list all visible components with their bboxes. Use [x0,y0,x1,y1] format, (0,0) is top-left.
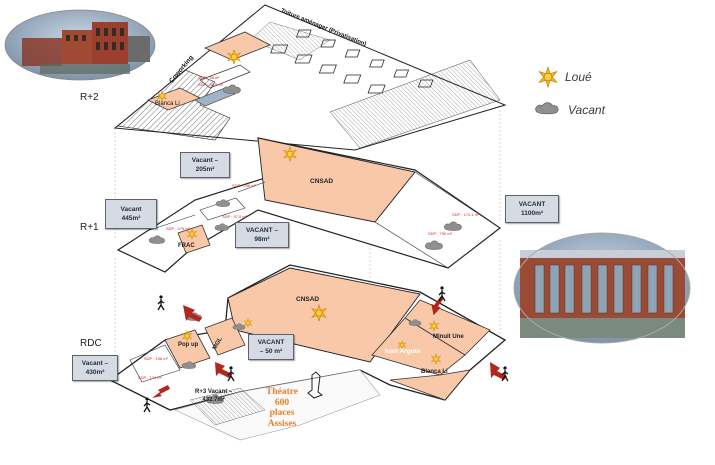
theatre-line2: 600 [274,397,290,408]
building-photo-right [513,232,691,344]
vacant-1100-line1: VACANT [518,201,546,208]
legend-loue-label: Loué [565,70,592,84]
level-r1-plan [116,137,502,273]
level-label-r2: R+2 [80,92,99,103]
vacant-1100-box: VACANT 1100m² [505,195,559,223]
level-label-r1: R+1 [80,222,99,233]
r2-sdp-1: SDP : 58 m² [198,75,220,80]
arrow-icon [152,385,170,398]
vacant-50-box: VACANT – 50 m² [248,334,294,360]
level-rdc-plan [108,264,507,441]
vacant-98-box: VACANT – 98m² [235,222,289,248]
building-photo-left [4,9,156,81]
vacant-445-line1: Vacant [120,206,142,213]
vacant-430-line1: Vacant – [81,360,109,367]
vacant-205-line2: 205m² [195,166,215,173]
vacant-98-line2: 98m² [254,236,270,243]
r2-sdp-2: SDP : 48.5 m² [198,82,224,87]
r3-vacant-line2: 432.7m² [202,397,225,403]
r1-sdp-c: SDP : 97.5 m² [222,214,248,219]
theatre-label: Théatre 600 places Assises [258,387,306,429]
theatre-access-icon [307,371,324,399]
level-label-rdc: RDC [80,338,102,349]
rdc-blanca-label: Blanca Li [421,369,448,375]
vacant-445-line2: 445m² [121,215,141,222]
arrow-icon [183,305,202,322]
rdc-sdp-g: SDP : 134 m² [138,375,162,380]
pedestrian-icon [501,366,509,382]
arrow-icon [490,362,507,380]
vacant-50-line1: VACANT [257,339,285,346]
sun-icon [538,66,558,88]
arrow-icon [215,362,232,378]
r1-sdp-e: SDP : 790 m² [428,231,452,236]
vacant-1100-line2: 1100m² [520,210,544,217]
rdc-sdp-f: SDP : 196 m² [144,356,168,361]
cloud-icon [535,102,559,115]
theatre-line3: places [269,408,295,418]
popup-label: Pop up [178,342,199,348]
r1-frac-label: FRAC [178,243,195,249]
ivan-argote-label: Ivan Argote [385,348,421,355]
vacant-430-line2: 430m² [85,369,105,376]
vacant-98-line1: VACANT – [245,227,279,234]
vacant-205-line1: Vacant – [191,157,219,164]
r1-sdp-b: SDP : 475 m² [166,226,190,231]
entrance-arrows [152,296,507,398]
vacant-205-box: Vacant – 205m² [180,152,230,178]
r1-sdp-d: SDP : 174.1 m² [452,212,480,217]
minuit-une-label: Minuit Une [433,334,464,340]
theatre-line4: Assises [267,418,297,429]
r1-cnsad-label: CNSAD [310,178,334,185]
vacant-430-box: Vacant – 430m² [72,355,118,381]
r1-sdp-a: SDP : 206 m² [232,183,256,188]
vacant-445-box: Vacant 445m² [105,199,157,229]
pedestrian-icon [157,295,165,311]
r3-vacant-line1: R+3 Vacant – [195,389,233,395]
rdc-cnsad-label: CNSAD [296,296,320,303]
arrow-icon [431,296,445,316]
vacant-50-line2: – 50 m² [259,348,283,355]
r3-vacant-label: R+3 Vacant – 432.7m² [195,388,232,404]
r2-blanca-label: Blanca Li [155,101,180,107]
legend-vacant-label: Vacant [568,103,605,117]
theatre-line1: Théatre [265,387,298,397]
